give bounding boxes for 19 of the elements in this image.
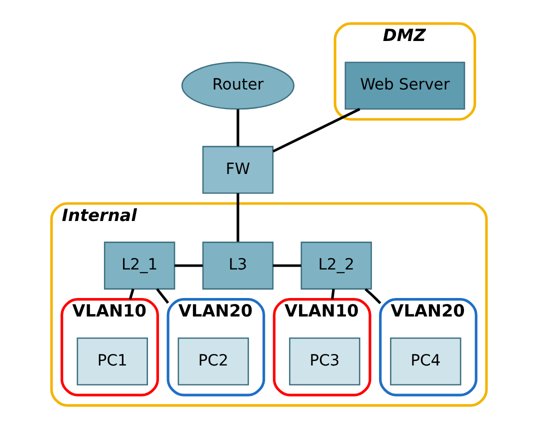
node-box: Web Server	[344, 62, 466, 110]
node-box: L2_2	[300, 242, 372, 290]
node-box: L3	[202, 242, 274, 290]
node-box: FW	[202, 146, 274, 194]
node-box: PC1	[76, 337, 148, 386]
connector	[128, 288, 134, 300]
connector	[272, 264, 302, 267]
connector	[364, 288, 382, 304]
node-box: L2_1	[104, 242, 176, 290]
node-ellipse: Router	[181, 62, 294, 110]
connector	[236, 109, 240, 146]
connector	[330, 288, 335, 300]
node-box: PC3	[289, 337, 360, 386]
node-box: PC4	[390, 337, 462, 386]
node-box: PC2	[178, 337, 249, 386]
connector	[156, 288, 170, 304]
connector	[236, 193, 240, 242]
connector	[272, 108, 360, 153]
connector	[174, 264, 203, 267]
